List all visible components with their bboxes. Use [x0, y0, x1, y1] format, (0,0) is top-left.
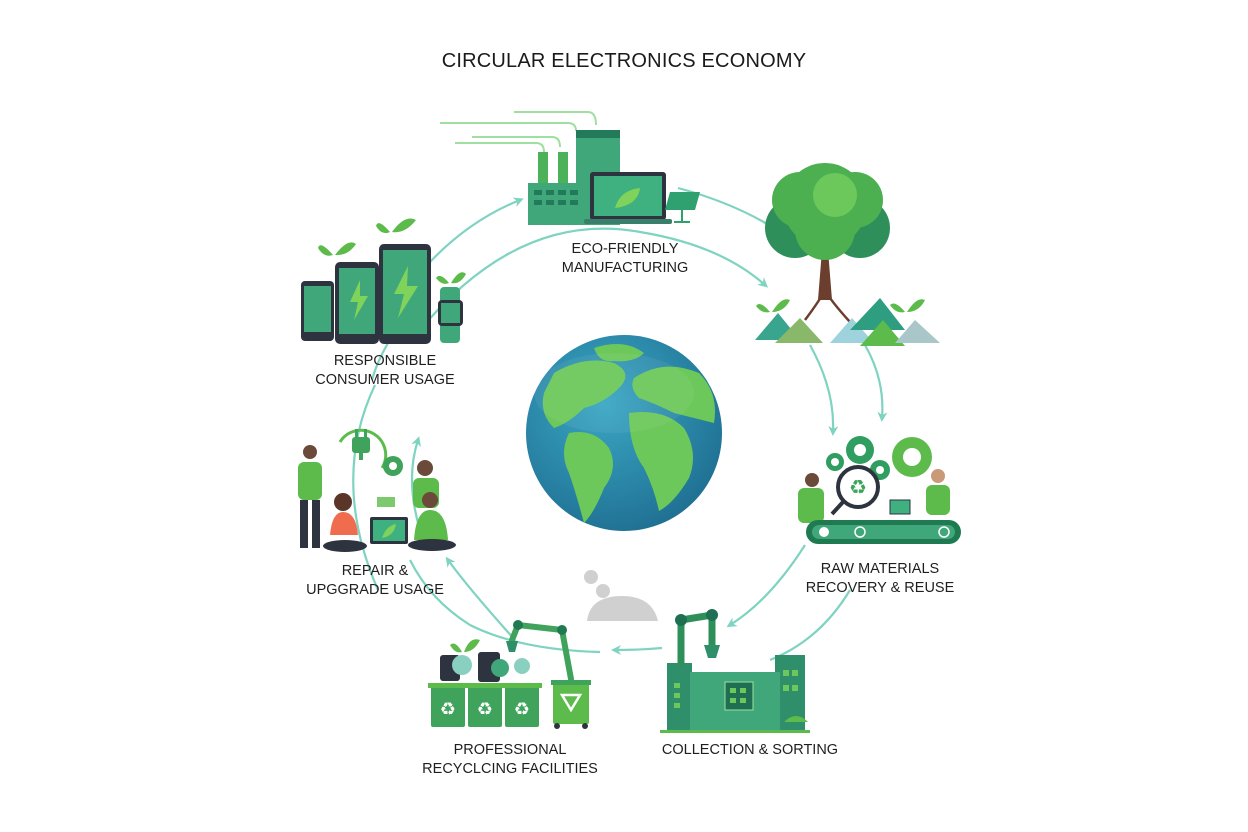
waste-pile — [440, 639, 530, 682]
recycling-bins-icon: ♻ ♻ ♻ — [428, 620, 591, 729]
arrow-inner-top — [419, 227, 768, 331]
label-line-2: UPGGRADE USAGE — [306, 582, 444, 598]
consumer-devices-icon — [301, 218, 466, 344]
arrow-recovery-to-collection — [726, 544, 806, 628]
label-line-1: PROFESSIONAL — [453, 742, 567, 758]
stage-label-recovery: RAW MATERIALS RECOVERY & REUSE — [800, 560, 960, 598]
arrow-tree-to-recovery-2 — [864, 344, 888, 422]
arrow-consumer-to-manufacturing — [429, 197, 524, 263]
stage-label-collection: COLLECTION & SORTING — [650, 741, 850, 760]
label-line-2: CONSUMER USAGE — [315, 372, 455, 388]
globe-icon — [526, 335, 722, 531]
sprouts-icon — [318, 218, 466, 284]
arrow-collection-to-recycling — [611, 644, 663, 655]
stage-label-manufacturing: ECO-FRIENDLY MANUFACTURING — [545, 240, 705, 278]
label-line-2: RECYCLCING FACILITIES — [422, 761, 598, 777]
label-line-2: COLLECTION & SORTING — [661, 742, 839, 758]
label-line-1: RAW MATERIALS — [820, 561, 940, 577]
label-line-2: MANUFACTURING — [561, 260, 689, 276]
solar-panel-icon — [665, 192, 700, 223]
gears-icon — [826, 436, 932, 480]
robot-arm-icon — [677, 610, 716, 667]
arrow-tree-to-recovery-1 — [809, 344, 839, 436]
diagram-title: CIRCULAR ELECTRONICS ECONOMY — [441, 50, 807, 72]
plug-icon — [338, 428, 388, 469]
tree-icon — [755, 163, 940, 346]
repair-people-icon — [298, 428, 456, 552]
label-line-2: RECOVERY & REUSE — [805, 580, 955, 596]
label-line-1: ECO-FRIENDLY — [571, 241, 679, 257]
recovery-icon: ♻ — [798, 436, 961, 544]
arrow-recycling-to-repair — [445, 556, 516, 641]
smoke-cloud-icon — [584, 570, 658, 621]
svg-text:♻: ♻ — [514, 699, 530, 720]
arrow-outer-right — [769, 589, 851, 662]
mineral-piles-icon — [755, 298, 940, 346]
stage-label-consumer: RESPONSIBLE CONSUMER USAGE — [305, 352, 465, 390]
svg-text:♻: ♻ — [440, 699, 456, 720]
factory-icon — [440, 111, 700, 225]
svg-text:♻: ♻ — [849, 475, 867, 499]
svg-text:♻: ♻ — [477, 699, 493, 720]
arrow-recycling-inner — [409, 559, 601, 654]
arrow-repair-up — [410, 436, 422, 531]
stage-label-repair: REPAIR & UPGGRADE USAGE — [295, 562, 455, 600]
label-line-1: REPAIR & — [341, 563, 409, 579]
label-line-1: RESPONSIBLE — [333, 353, 437, 369]
stage-label-recycling: PROFESSIONAL RECYCLCING FACILITIES — [420, 741, 600, 779]
arrow-outer-left — [352, 384, 380, 591]
collection-facility-icon — [660, 609, 810, 733]
